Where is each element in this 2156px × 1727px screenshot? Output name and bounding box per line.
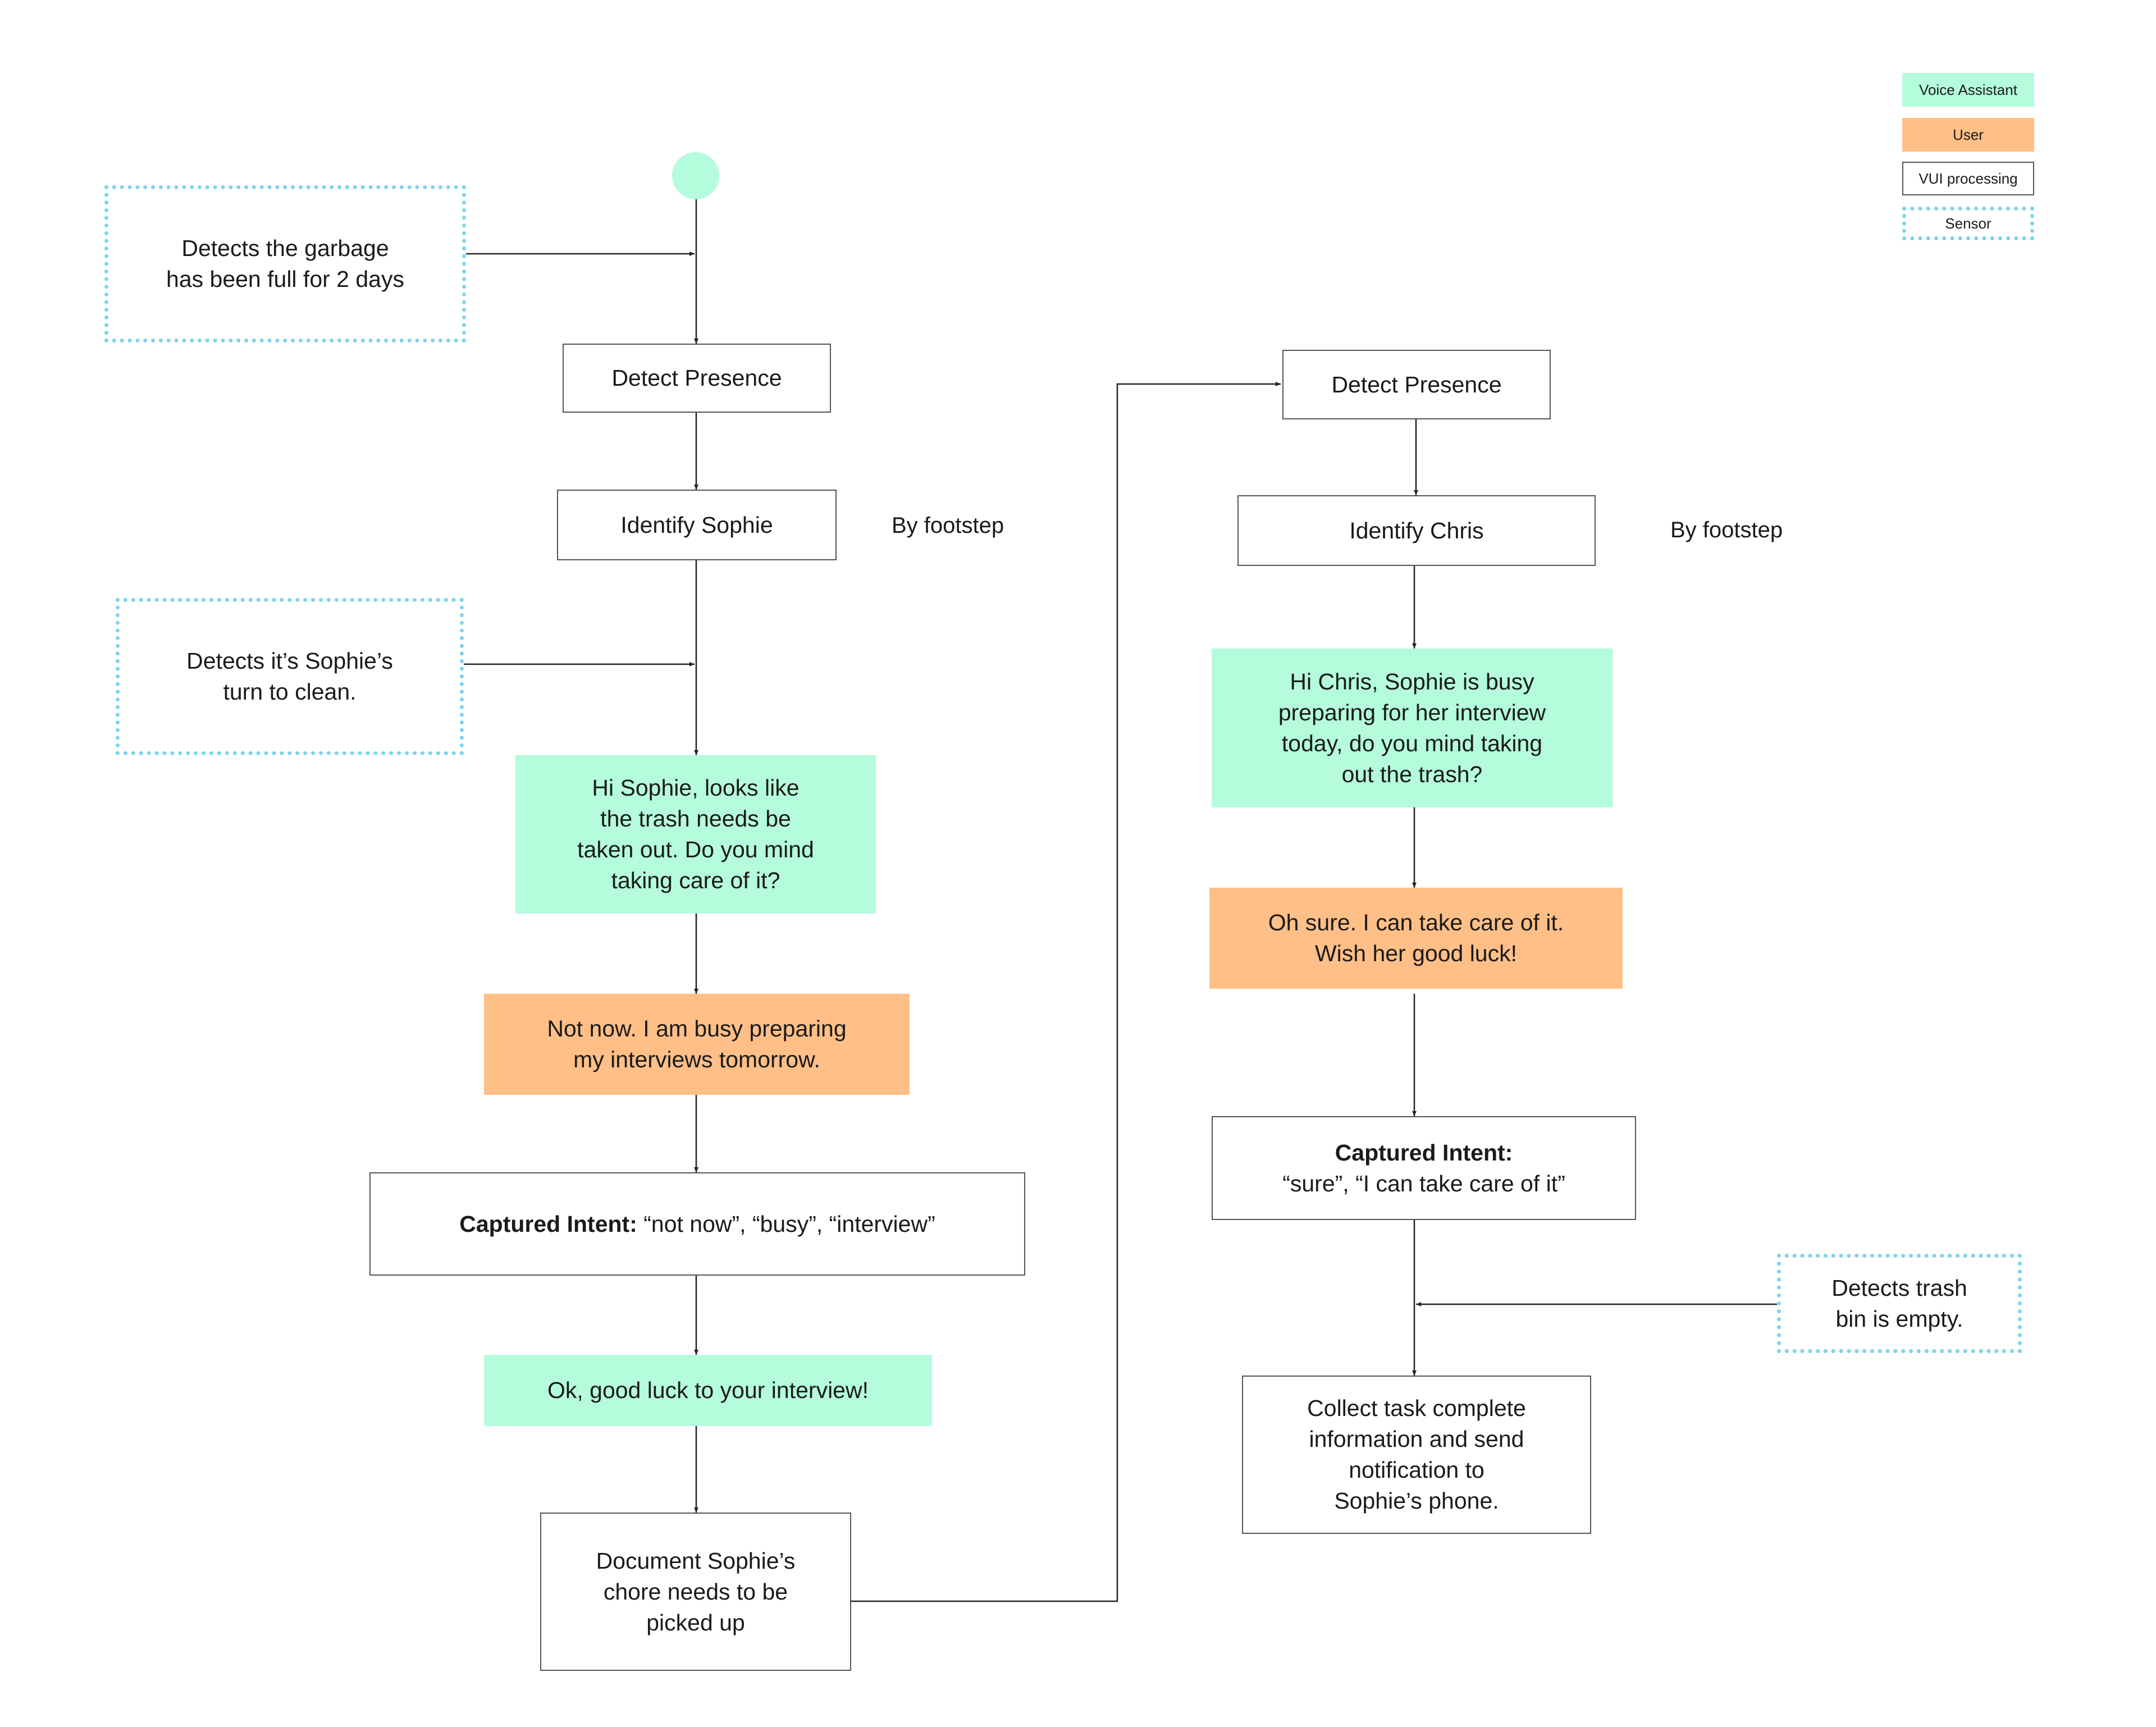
captured-intent-right: Captured Intent: “sure”, “I can take care… [1212,1116,1636,1220]
legend-vui-processing: VUI processing [1902,162,2034,195]
sensor-bin-empty: Detects trash bin is empty. [1777,1254,2022,1353]
captured-intent-left: Captured Intent: “not now”, “busy”, “int… [369,1172,1025,1276]
legend-user: User [1902,118,2034,152]
start-node [672,152,719,199]
user-chris-reply: Oh sure. I can take care of it. Wish her… [1209,888,1623,989]
collect-task-info: Collect task complete information and se… [1242,1376,1591,1534]
captured-intent-values-left: “not now”, “busy”, “interview” [637,1210,935,1237]
arrow-document-to-right-flow [851,382,1281,1602]
va-ask-sophie: Hi Sophie, looks like the trash needs be… [515,755,876,913]
va-good-luck: Ok, good luck to your interview! [484,1355,932,1426]
detect-presence-right: Detect Presence [1282,350,1551,419]
legend-sensor: Sensor [1902,207,2034,240]
legend-voice-assistant: Voice Assistant [1902,73,2034,107]
identify-sophie: Identify Sophie [557,490,837,560]
by-footstep-note-right: By footstep [1670,518,1783,542]
user-sophie-reply: Not now. I am busy preparing my intervie… [484,994,910,1095]
identify-chris: Identify Chris [1237,495,1596,566]
sensor-sophie-turn: Detects it’s Sophie’s turn to clean. [116,598,464,755]
captured-intent-values-right: “sure”, “I can take care of it” [1282,1170,1565,1196]
captured-intent-label-left: Captured Intent: [459,1210,637,1237]
detect-presence-left: Detect Presence [563,344,831,413]
by-footstep-note-left: By footstep [892,513,1004,538]
document-sophie-chore: Document Sophie’s chore needs to be pick… [540,1513,851,1671]
va-ask-chris: Hi Chris, Sophie is busy preparing for h… [1212,648,1613,807]
sensor-garbage-full: Detects the garbage has been full for 2 … [104,185,466,342]
captured-intent-label-right: Captured Intent: [1335,1139,1513,1166]
